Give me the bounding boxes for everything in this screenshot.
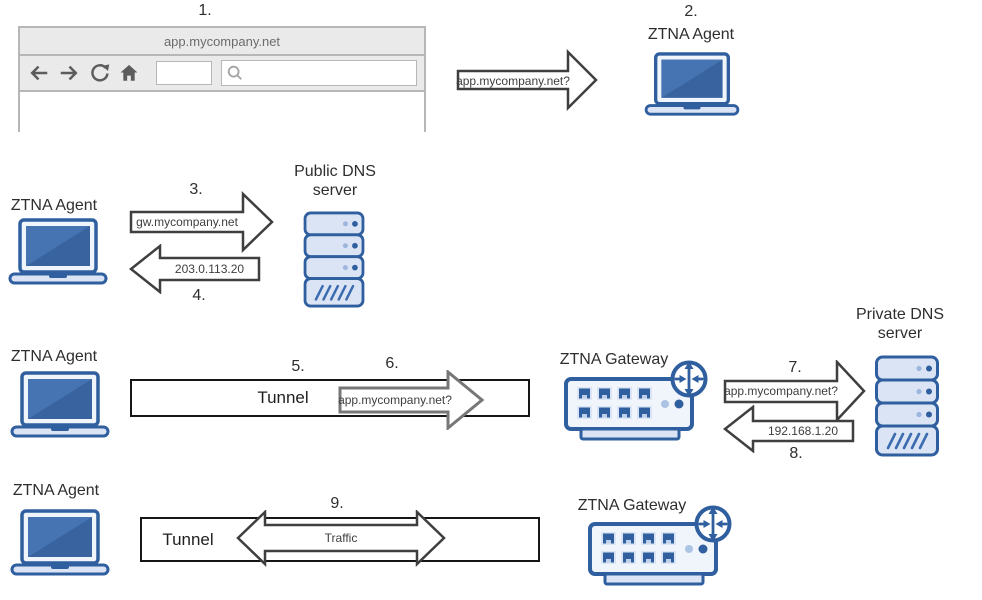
step-4: 4. — [192, 287, 206, 304]
browser-address-text: app.mycompany.net — [163, 33, 281, 49]
step-7: 7. — [788, 359, 802, 376]
arrow-3-label: gw.mycompany.net — [136, 214, 238, 229]
private-dns-label: Private DNS server — [855, 306, 945, 343]
laptop-icon — [644, 52, 740, 117]
browser-titlebar: app.mycompany.net — [20, 28, 424, 56]
refresh-icon — [91, 64, 110, 82]
agent2-label: ZTNA Agent — [10, 197, 98, 214]
arrow-7-label: app.mycompany.net? — [724, 384, 838, 398]
server-stack-icon — [875, 355, 939, 457]
search-input[interactable] — [244, 62, 416, 84]
laptop-icon — [8, 218, 108, 286]
arrow-9-label: Traffic — [324, 531, 358, 545]
step-9: 9. — [330, 495, 344, 512]
arrow-9-traffic — [236, 510, 446, 567]
tunnel-3-label: Tunnel — [257, 388, 309, 407]
server-stack-icon — [303, 211, 365, 308]
refresh-button[interactable] — [87, 61, 111, 85]
arrow-8-response — [723, 405, 855, 453]
back-button[interactable] — [27, 61, 51, 85]
browser-toolbar — [20, 56, 424, 92]
step-8: 8. — [789, 445, 803, 462]
switch-router-icon — [588, 503, 736, 589]
arrow-7-request — [723, 360, 866, 422]
arrow-8-label: 192.168.1.20 — [767, 423, 839, 438]
url-input[interactable] — [156, 61, 212, 85]
step-2: 2. — [684, 3, 698, 20]
public-dns-label: Public DNS server — [294, 163, 376, 200]
arrow-6-label: app.mycompany.net? — [338, 392, 452, 407]
arrow-1-to-2 — [456, 48, 598, 112]
search-box[interactable] — [221, 60, 417, 86]
step-3: 3. — [189, 181, 203, 198]
tunnel-4-label: Tunnel — [162, 530, 214, 549]
gateway4-label: ZTNA Gateway — [577, 497, 687, 514]
arrow-3-request — [129, 191, 274, 253]
browser-content — [20, 92, 424, 132]
home-icon — [120, 64, 138, 81]
arrow-1-label: app.mycompany.net? — [456, 74, 570, 88]
back-arrow-icon — [30, 65, 48, 81]
home-button[interactable] — [117, 61, 141, 85]
agent3-label: ZTNA Agent — [10, 348, 98, 365]
agent4-label: ZTNA Agent — [12, 482, 100, 499]
forward-arrow-icon — [60, 65, 78, 81]
forward-button[interactable] — [57, 61, 81, 85]
step-5: 5. — [291, 358, 305, 375]
arrow-6-query — [338, 370, 485, 430]
step-6: 6. — [385, 355, 399, 372]
arrow-4-label: 203.0.113.20 — [174, 261, 245, 276]
agent1-label: ZTNA Agent — [647, 26, 735, 43]
switch-router-icon — [564, 358, 712, 444]
browser-window: app.mycompany.net — [18, 26, 426, 132]
arrow-4-response — [128, 244, 261, 294]
laptop-icon — [10, 509, 110, 577]
magnifier-icon — [227, 65, 242, 80]
step-1: 1. — [198, 2, 212, 19]
gateway3-label: ZTNA Gateway — [559, 351, 669, 368]
laptop-icon — [10, 371, 110, 439]
